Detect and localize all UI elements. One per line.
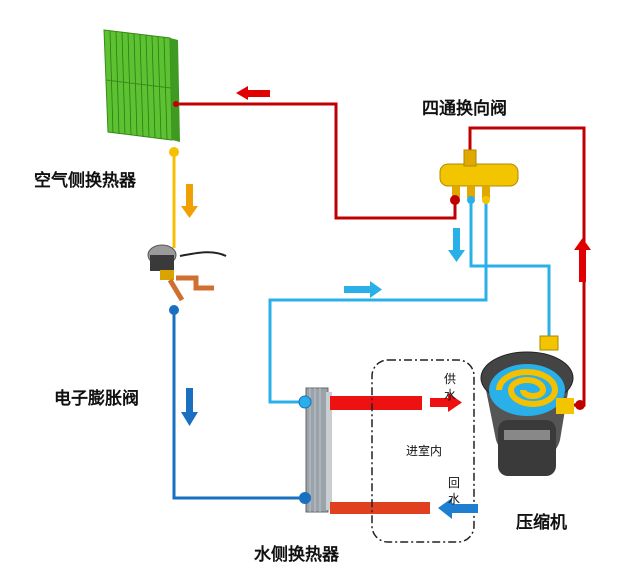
water-exchanger-label: 水侧换热器 <box>254 545 339 565</box>
arrow-down-orange <box>181 184 198 218</box>
arrow-right-red <box>430 393 462 412</box>
compressor-label: 压缩机 <box>516 513 567 533</box>
arrow-down-blue <box>181 388 198 426</box>
return-water-label-2: 水 <box>448 492 461 506</box>
water-heat-exchanger <box>298 387 430 514</box>
arrow-up-red <box>574 238 591 282</box>
expansion-valve-label: 电子膨胀阀 <box>54 389 139 409</box>
air-exchanger-label: 空气侧换热器 <box>34 171 136 191</box>
compressor <box>480 335 585 476</box>
arrow-left-blue <box>438 498 478 519</box>
return-water-label-1: 回 <box>448 476 461 490</box>
arrow-right-cyan <box>344 281 382 298</box>
indoor-label: 进室内 <box>406 444 443 458</box>
supply-water-label-2: 水 <box>444 388 457 402</box>
arrow-left-red <box>236 86 270 100</box>
expansion-valve <box>147 244 227 315</box>
air-heat-exchanger <box>103 29 180 157</box>
arrow-down-cyan <box>448 228 465 262</box>
supply-water-label-1: 供 <box>444 372 457 386</box>
four-way-valve <box>439 149 519 205</box>
four-way-valve-label: 四通换向阀 <box>422 99 507 119</box>
indoor-boundary <box>371 359 475 543</box>
liquid-return-pipe <box>172 310 300 500</box>
hot-gas-pipe-to-air-coil <box>176 102 457 220</box>
suction-pipe <box>469 198 551 340</box>
